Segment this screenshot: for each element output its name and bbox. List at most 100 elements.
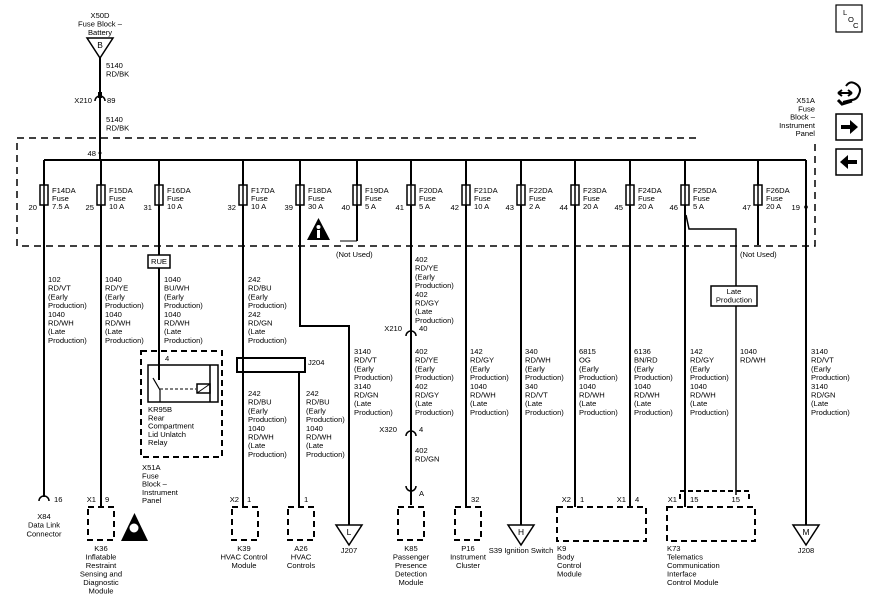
wire-label: Production) xyxy=(690,408,729,417)
k85-component-label: Module xyxy=(399,578,424,587)
wire-label: 1040 xyxy=(105,310,122,319)
j208-component-label: J208 xyxy=(798,546,814,555)
wire-label: Production) xyxy=(525,373,564,382)
fuse-name: F21DA xyxy=(474,186,499,195)
fuse-pin: 20 xyxy=(29,203,37,212)
connector-pin: 16 xyxy=(54,495,62,504)
fuse-pin: 40 xyxy=(342,203,350,212)
fuse-rating: 20 A xyxy=(583,202,599,211)
feed-wire-label: RD/BK xyxy=(106,124,129,133)
fuse-name: F16DA xyxy=(167,186,192,195)
wire-label: RD/BU xyxy=(248,398,272,407)
fuse-rating: 10 A xyxy=(167,202,183,211)
fuse-block-label: Fuse xyxy=(798,104,815,113)
wire-label: Production) xyxy=(105,336,144,345)
wire-label: RD/BU xyxy=(306,398,330,407)
fuse-rating: 5 A xyxy=(693,202,705,211)
relay-location-label: Panel xyxy=(142,496,162,505)
connector-pin: 1 xyxy=(580,495,584,504)
loc-letter: L xyxy=(843,8,847,17)
s39-jumper-letter: H xyxy=(518,527,524,537)
next-page-button[interactable] xyxy=(835,113,863,141)
feed-wire-label: 5140 xyxy=(106,115,123,124)
x320-connector-icon xyxy=(405,430,417,437)
hand-swap-button[interactable] xyxy=(836,81,861,106)
airbag-warning-icon-figure xyxy=(128,522,140,534)
wire-label: Production) xyxy=(354,408,393,417)
wire-label: Production) xyxy=(306,450,345,459)
bus-end-pin: 19 xyxy=(792,203,800,212)
wire-label: RD/GY xyxy=(690,356,714,365)
j208-jumper-triangle-icon[interactable] xyxy=(791,524,821,547)
wire-label: 1040 xyxy=(306,424,323,433)
fuse-rating: 10 A xyxy=(474,202,490,211)
j207-jumper-triangle-icon[interactable] xyxy=(334,524,364,547)
pin-dot xyxy=(98,151,102,155)
wire-label: Production) xyxy=(690,373,729,382)
previous-page-button[interactable] xyxy=(835,148,863,176)
wire-label: Production) xyxy=(415,316,454,325)
wire-label: RD/YE xyxy=(105,284,128,293)
source-jumper-letter: B xyxy=(97,40,103,50)
fuse-block-label: X51A xyxy=(796,96,816,105)
fuse-pin: 39 xyxy=(285,203,293,212)
connector-id: X1 xyxy=(668,495,677,504)
x84-component-label: X84 xyxy=(37,512,51,521)
s39-jumper-triangle-icon[interactable] xyxy=(506,524,536,547)
wire-label: RD/VT xyxy=(811,356,834,365)
splice-pin: 40 xyxy=(419,324,427,333)
connector-pin: 4 xyxy=(635,495,639,504)
fuse-block-label: Block – xyxy=(790,113,816,122)
fuse-rating: 7.5 A xyxy=(52,202,70,211)
k85-component-label: Presence xyxy=(395,561,427,570)
k73-component-label: Telematics xyxy=(667,553,703,562)
wire-label: (Late xyxy=(811,399,828,408)
k9-component-label: Body xyxy=(557,553,575,562)
information-icon-bar xyxy=(317,230,320,238)
late-production-label: Production xyxy=(716,295,752,304)
connector-pin: 9 xyxy=(105,495,109,504)
k36-component-label: Sensing and xyxy=(80,570,122,579)
fuse-type: Fuse xyxy=(52,194,69,203)
fuse-name: F22DA xyxy=(529,186,554,195)
wire-label: (Late xyxy=(470,399,487,408)
k36-component-label: Module xyxy=(89,587,114,596)
fuse-pin: 43 xyxy=(506,203,514,212)
wire-label: 6136 xyxy=(634,347,651,356)
wire-label: Production) xyxy=(415,408,454,417)
wire-label: Production) xyxy=(248,415,287,424)
relay-location-label: Fuse xyxy=(142,471,159,480)
x210-connector-icon xyxy=(405,330,417,337)
wire-label: (Early xyxy=(306,406,326,415)
wire-label: Production) xyxy=(354,373,393,382)
kr95b-relay-outline xyxy=(140,350,223,458)
a26-component-label: A26 xyxy=(294,544,308,553)
fuse-rating: 5 A xyxy=(419,202,431,211)
wire-label: Production) xyxy=(811,408,850,417)
wire-label: 1040 xyxy=(105,275,122,284)
hand-swap-icon-part xyxy=(836,98,853,106)
wire-label: Production) xyxy=(248,336,287,345)
source-jumper-triangle-icon[interactable] xyxy=(85,37,115,60)
x84-component-label: Data Link xyxy=(28,521,60,530)
k39-component-label: K39 xyxy=(237,544,251,553)
wire-label: (Early xyxy=(415,364,435,373)
splice-label: J204 xyxy=(308,358,324,367)
relay-location-label: Block – xyxy=(142,480,168,489)
wire-label: RD/WH xyxy=(740,356,766,365)
fuse-type: Fuse xyxy=(529,194,546,203)
wire-label: (Late xyxy=(248,327,265,336)
fuse-type: Fuse xyxy=(583,194,600,203)
connector-pin: 32 xyxy=(471,495,479,504)
j208-jumper-letter: M xyxy=(803,527,810,537)
p16-component-label: Cluster xyxy=(456,561,481,570)
fuse-type: Fuse xyxy=(308,194,325,203)
wire-label: (Early xyxy=(634,364,654,373)
wire-label: RD/BU xyxy=(248,284,272,293)
k36-module-box xyxy=(87,506,115,541)
wire-label: Production) xyxy=(248,450,287,459)
wire-label: 102 xyxy=(48,275,61,284)
locator-button[interactable]: LOC xyxy=(835,4,863,33)
wire-label: 1040 xyxy=(48,310,65,319)
